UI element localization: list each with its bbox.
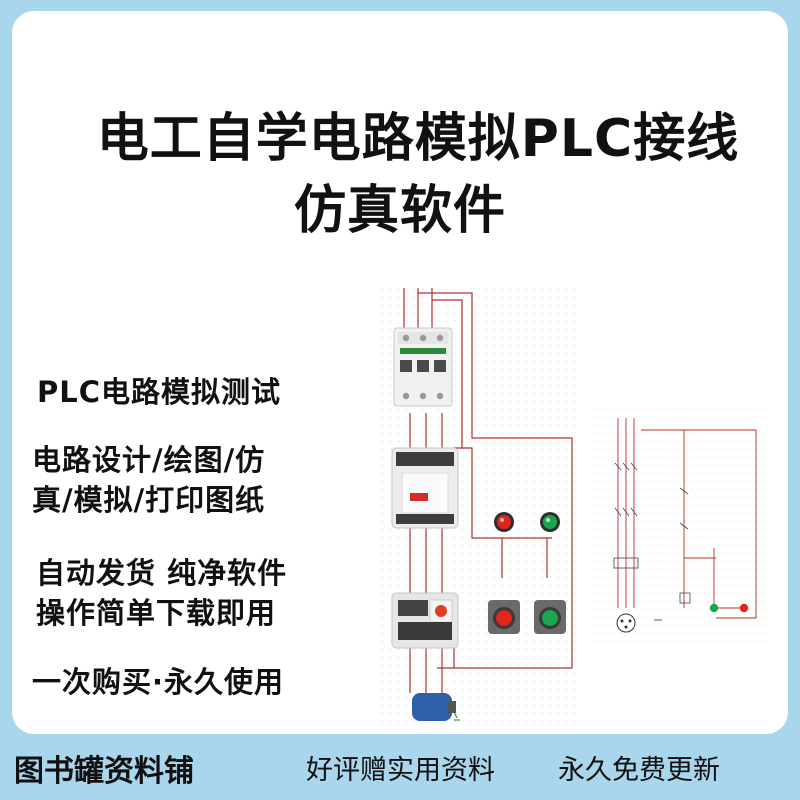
thermal-overload-relay (391, 592, 459, 649)
page-title-line1: 电工自学电路模拟PLC接线 (96, 109, 740, 169)
wiring-diagram-main (382, 288, 582, 728)
bottom-bar: 图书罐资料铺 好评赠实用资料 永久免费更新 (0, 734, 800, 800)
feature-plc-test: PLC电路模拟测试 (37, 375, 282, 409)
feature-auto-delivery: 自动发货 纯净软件 (36, 556, 288, 590)
feature-design-line1: 电路设计/绘图/仿 (32, 443, 266, 477)
shop-name: 图书罐资料铺 (14, 754, 194, 789)
push-button-green (534, 600, 566, 634)
feature-easy-use: 操作简单下载即用 (36, 596, 277, 630)
push-button-red (488, 600, 520, 634)
slogan-gift: 好评赠实用资料 (306, 755, 495, 786)
contactor (391, 447, 459, 529)
feature-lifetime: 一次购买·永久使用 (32, 665, 285, 699)
indicator-lamp-red (494, 512, 514, 532)
indicator-lamp-green (540, 512, 560, 532)
page-title-line2: 仿真软件 (293, 181, 506, 241)
slogan-free-update: 永久免费更新 (558, 755, 720, 786)
schematic-diagram (596, 408, 772, 643)
circuit-breaker (393, 327, 453, 407)
motor (412, 693, 460, 721)
feature-design-line2: 真/模拟/打印图纸 (32, 483, 266, 517)
